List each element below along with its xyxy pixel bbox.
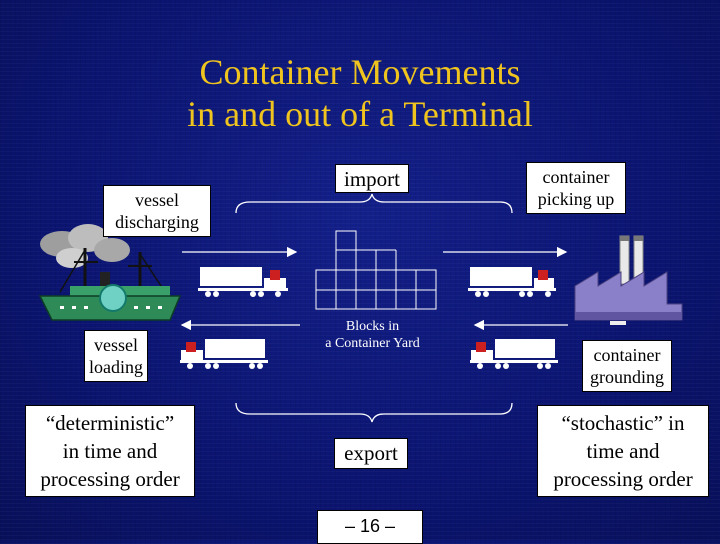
vessel-discharging-label: vessel discharging — [103, 185, 211, 237]
truck-icon — [468, 267, 556, 297]
deterministic-line-1: “deterministic” — [45, 411, 175, 435]
stochastic-label: “stochastic” in time and processing orde… — [537, 405, 709, 497]
container-grounding-label: container grounding — [582, 340, 672, 392]
page-number: – 16 – — [317, 510, 423, 544]
blocks-in-yard-line-2: a Container Yard — [325, 336, 420, 351]
container-picking-up-line-2: picking up — [537, 189, 615, 209]
blocks-in-yard-line-1: Blocks in — [345, 319, 400, 334]
deterministic-line-3: processing order — [40, 467, 180, 491]
export-label: export — [334, 438, 408, 469]
slide-title-line-1: Container Movements — [199, 52, 521, 92]
truck-icon — [470, 339, 558, 369]
container-picking-up-line-1: container — [542, 167, 610, 187]
container-grounding-line-2: grounding — [590, 367, 664, 387]
export-brace-icon — [235, 402, 513, 423]
slide-title-line-2: in and out of a Terminal — [187, 94, 533, 134]
container-picking-up-label: container picking up — [526, 162, 626, 214]
blocks-in-yard-label: Blocks in a Container Yard — [310, 318, 435, 352]
truck-icon — [180, 339, 268, 369]
stochastic-line-2: time and — [586, 439, 660, 463]
import-label: import — [335, 164, 409, 193]
import-brace-icon — [235, 193, 513, 214]
vessel-discharging-line-1: vessel — [135, 190, 179, 210]
factory-icon — [574, 235, 683, 325]
stochastic-line-3: processing order — [553, 467, 693, 491]
vessel-loading-label: vessel loading — [84, 330, 148, 382]
deterministic-line-2: in time and — [62, 439, 158, 463]
container-grounding-line-1: container — [593, 345, 661, 365]
vessel-loading-line-1: vessel — [94, 335, 138, 355]
stochastic-line-1: “stochastic” in — [561, 411, 685, 435]
vessel-discharging-line-2: discharging — [115, 212, 199, 232]
container-yard-icon — [315, 230, 437, 310]
ship-icon — [38, 224, 182, 321]
deterministic-label: “deterministic” in time and processing o… — [25, 405, 195, 497]
vessel-loading-line-2: loading — [89, 357, 143, 377]
truck-icon — [198, 267, 288, 297]
